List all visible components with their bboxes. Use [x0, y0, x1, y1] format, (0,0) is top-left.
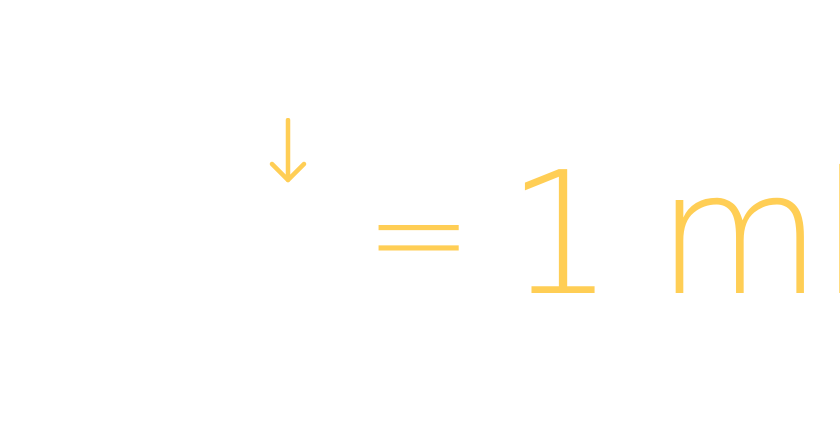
measurement-unit: ml: [656, 136, 840, 334]
equals-sign: =: [365, 160, 473, 309]
arrow-down-icon: [269, 118, 307, 183]
measurement-value: 1: [506, 136, 614, 334]
measurement-equation: = 1 ml: [365, 150, 840, 320]
